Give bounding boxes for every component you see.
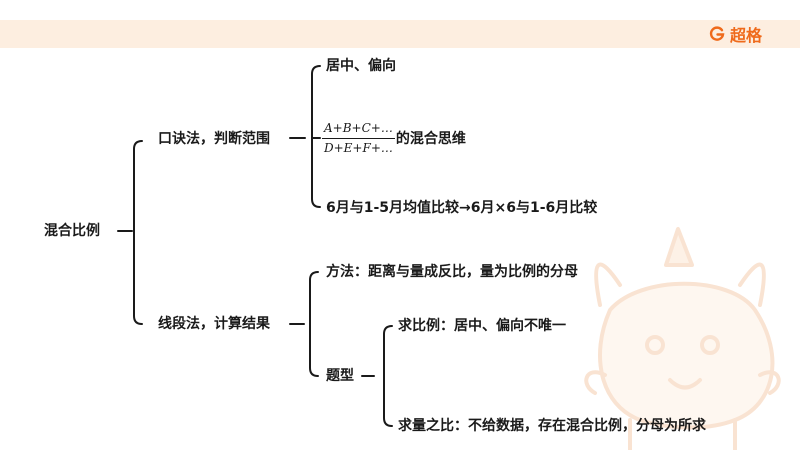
fraction-denominator: D+E+F+… <box>324 140 393 155</box>
fraction: A+B+C+… D+E+F+… <box>322 121 395 156</box>
item-method-node: 方法：距离与量成反比，量为比例的分母 <box>326 264 578 280</box>
header-band <box>0 20 800 48</box>
brand-name: 超格 <box>729 26 762 45</box>
item-types-node: 题型 <box>326 368 354 384</box>
item-compare-node: 6月与1-5月均值比较→6月×6与1-6月比较 <box>326 200 598 216</box>
unicorn-mascot-icon <box>584 227 781 450</box>
branch-mnemonic-node: 口诀法，判断范围 <box>158 131 270 147</box>
g-logo-icon <box>709 26 725 41</box>
sub-ratio-node: 求比例：居中、偏向不唯一 <box>398 318 566 334</box>
item-formula-node: A+B+C+… D+E+F+… 的混合思维 <box>322 119 466 157</box>
branch-segment-node: 线段法，计算结果 <box>158 316 270 332</box>
fraction-suffix: 的混合思维 <box>395 131 466 147</box>
root-node: 混合比例 <box>44 223 100 239</box>
fraction-numerator: A+B+C+… <box>322 121 395 139</box>
item-center-node: 居中、偏向 <box>326 58 396 74</box>
brand-logo: 超格 <box>709 22 762 46</box>
sub-quantity-node: 求量之比：不给数据，存在混合比例，分母为所求 <box>398 418 706 434</box>
